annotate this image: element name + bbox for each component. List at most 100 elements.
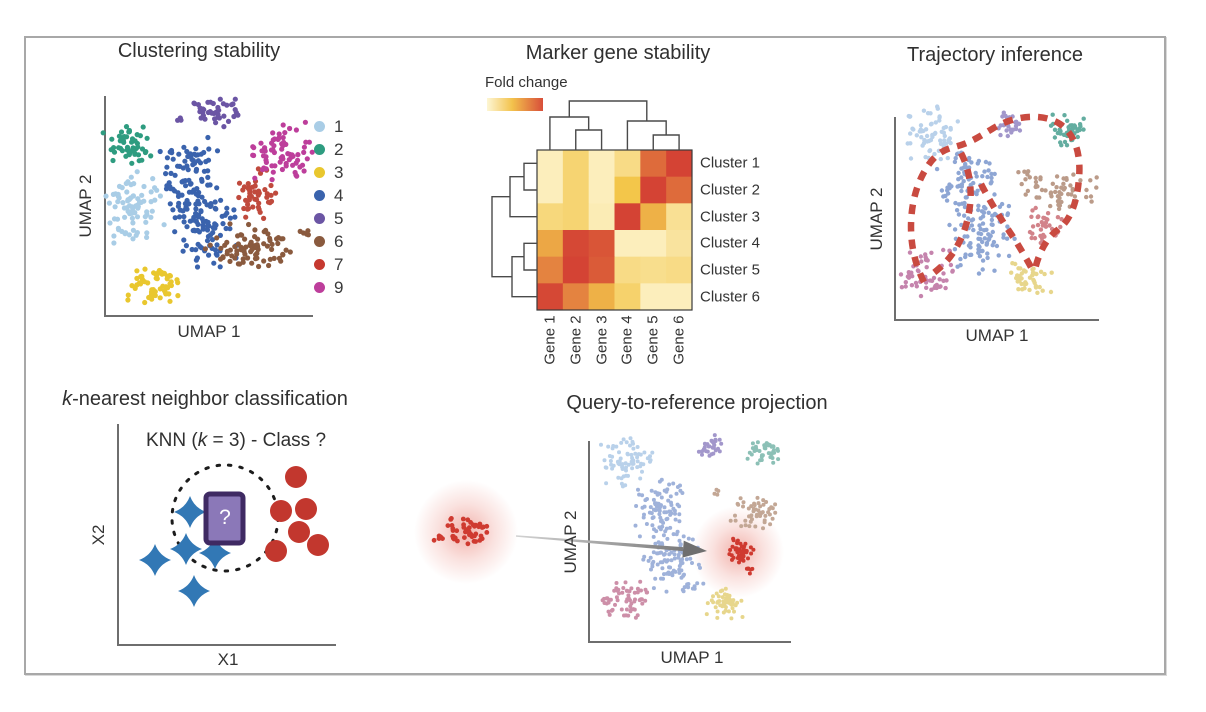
legend-dot-3 xyxy=(314,167,325,178)
legend-dot-2 xyxy=(314,144,325,155)
cluster-6-outlier xyxy=(297,228,311,238)
cluster-2 xyxy=(100,124,154,166)
heatmap-col-label-1: Gene 1 xyxy=(541,315,559,365)
panel-title-query-to-reference: Query-to-reference projection xyxy=(566,392,828,414)
query-red-outlier xyxy=(431,533,445,543)
traj-brown xyxy=(1019,172,1099,212)
panel-title-trajectory-inference: Trajectory inference xyxy=(907,44,1083,66)
query-xaxis-label: UMAP 1 xyxy=(660,648,724,667)
ref-purple xyxy=(696,433,724,458)
ref-brown xyxy=(728,495,778,531)
heatmap-row-label-5: Cluster 5 xyxy=(700,261,761,279)
knn-query-box-label: ? xyxy=(219,506,231,529)
cluster-9 xyxy=(250,119,315,183)
cluster-7 xyxy=(236,166,279,221)
legend-item-2: 2 xyxy=(314,138,343,161)
cluster-4a xyxy=(157,134,221,214)
ref-brown-outlier xyxy=(712,487,721,497)
knn-query-box xyxy=(203,491,246,546)
red-glows xyxy=(414,480,784,598)
traj-red xyxy=(1027,205,1064,246)
knn-plot-title-pre: KNN ( xyxy=(145,430,198,451)
ref-lightblue xyxy=(599,436,655,489)
traj-teal xyxy=(1048,112,1086,148)
cluster-5 xyxy=(191,96,241,130)
heatmap-row-label-3: Cluster 3 xyxy=(700,208,761,226)
panel-title-marker-gene-stability: Marker gene stability xyxy=(525,42,711,64)
colorbar-gradient xyxy=(487,98,543,111)
knn-blue-stars xyxy=(139,496,231,607)
traj-blue-b xyxy=(947,201,1017,276)
reference-scatter xyxy=(599,433,781,621)
trajectory-dashed-path xyxy=(907,113,1083,284)
heatmap-row-label-6: Cluster 6 xyxy=(700,288,761,306)
ref-blue-a xyxy=(633,477,685,539)
traj-brown-outlier xyxy=(1016,169,1031,177)
legend-item-3: 3 xyxy=(314,161,343,184)
knn-plot-title: KNN (k = 3) - Class ? xyxy=(146,430,326,452)
legend-item-4: 4 xyxy=(314,184,343,207)
legend-item-5: 5 xyxy=(314,207,343,230)
heatmap-row-label-2: Cluster 2 xyxy=(700,181,761,199)
legend-label-5: 5 xyxy=(334,208,344,228)
legend-label-2: 2 xyxy=(334,139,344,159)
cluster-1 xyxy=(103,169,167,246)
legend-dot-4 xyxy=(314,190,325,201)
heatmap-row-label-4: Cluster 4 xyxy=(700,234,761,252)
knn-title-rest: -nearest neighbor classification xyxy=(72,388,348,410)
traj-yellow xyxy=(1009,261,1054,295)
legend-item-9: 9 xyxy=(314,276,343,299)
ref-teal xyxy=(745,440,781,466)
cluster-4b xyxy=(172,194,239,270)
dendrograms xyxy=(491,100,680,298)
query-scatter xyxy=(431,516,490,547)
legend-label-1: 1 xyxy=(334,116,344,136)
heatmap-col-label-5: Gene 5 xyxy=(644,315,662,365)
projection-arrow xyxy=(515,535,707,558)
trajectory-yaxis-label: UMAP 2 xyxy=(867,187,886,251)
ref-projected-red-b xyxy=(744,566,755,576)
heatmap-cells xyxy=(537,150,693,311)
legend-dot-6 xyxy=(314,236,325,247)
legend-label-6: 6 xyxy=(334,231,344,251)
legend-dot-9 xyxy=(314,282,325,293)
legend-label-3: 3 xyxy=(334,162,344,182)
heatmap-row-label-1: Cluster 1 xyxy=(700,154,761,172)
panel-title-knn-classification: k-nearest neighbor classification xyxy=(62,388,348,411)
knn-title-k: k xyxy=(62,388,73,410)
heatmap-border xyxy=(536,149,693,311)
heatmap-col-label-2: Gene 2 xyxy=(567,315,585,365)
legend-label-7: 7 xyxy=(334,254,344,274)
heatmap-col-label-4: Gene 4 xyxy=(618,315,636,365)
knn-plot-title-k: k xyxy=(197,430,208,451)
knn-xaxis-label: X1 xyxy=(217,650,239,669)
clustering-xaxis-label: UMAP 1 xyxy=(177,322,241,341)
legend-label-4: 4 xyxy=(334,185,344,205)
ref-blue-straggle xyxy=(680,581,706,594)
heatmap-col-label-6: Gene 6 xyxy=(670,315,688,365)
ref-pink xyxy=(600,579,650,620)
figure-border xyxy=(24,36,1166,675)
cluster-6 xyxy=(202,221,293,270)
legend-item-6: 6 xyxy=(314,230,343,253)
colorbar-label: Fold change xyxy=(485,74,568,91)
legend-label-9: 9 xyxy=(334,277,344,297)
cluster-5-outlier xyxy=(175,115,184,123)
traj-lightblue xyxy=(905,104,961,162)
panel-title-clustering-stability: Clustering stability xyxy=(117,40,281,62)
ref-projected-red xyxy=(727,536,756,565)
clustering-scatter xyxy=(100,96,315,306)
traj-magenta xyxy=(898,243,955,299)
legend-dot-5 xyxy=(314,213,325,224)
legend-item-7: 7 xyxy=(314,253,343,276)
traj-purple xyxy=(996,110,1023,139)
cluster-legend: 1 2 3 4 5 6 7 9 xyxy=(314,115,343,299)
legend-dot-7 xyxy=(314,259,325,270)
query-red xyxy=(445,516,490,547)
heatmap-col-label-3: Gene 3 xyxy=(593,315,611,365)
trajectory-xaxis-label: UMAP 1 xyxy=(965,326,1029,345)
knn-yaxis-label: X2 xyxy=(89,524,108,546)
knn-plot-title-post: = 3) - Class ? xyxy=(207,430,327,451)
